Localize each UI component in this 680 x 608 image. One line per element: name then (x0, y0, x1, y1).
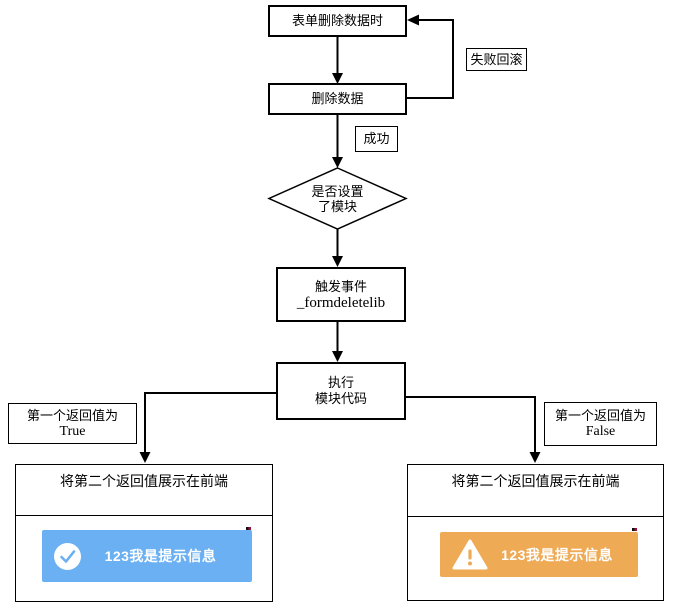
display-right-label: 将第二个返回值展示在前端 (408, 465, 663, 517)
toast-warning: 123我是提示信息 (440, 532, 638, 577)
edge-label-success: 成功 (355, 126, 398, 152)
toast-success-text: 123我是提示信息 (104, 548, 217, 564)
arrowhead-false-branch (529, 452, 541, 463)
arrowhead-true-branch (139, 452, 151, 463)
arrowhead-start-delete (332, 73, 343, 84)
node-delete-data: 删除数据 (268, 83, 407, 115)
edge-true-branch (144, 392, 276, 453)
edge-label-fail-rollback: 失败回滚 (466, 48, 527, 71)
arrowhead-decision-trigger (332, 256, 343, 267)
node-delete-data-label: 删除数据 (311, 91, 364, 106)
trigger-event-line1: 触发事件 (314, 278, 367, 294)
artifact-mark-left (246, 527, 251, 530)
arrowhead-trigger-execute (332, 351, 343, 362)
node-branch-false: 第一个返回值为 False (544, 402, 657, 446)
execute-module-line2: 模块代码 (314, 391, 367, 406)
branch-true-line1: 第一个返回值为 (26, 407, 118, 423)
execute-module-line1: 执行 (327, 375, 354, 390)
artifact-mark-right (632, 528, 637, 531)
warning-triangle-icon (452, 539, 488, 570)
node-execute-module: 执行 模块代码 (276, 362, 406, 420)
node-start-label: 表单删除数据时 (291, 13, 383, 28)
display-left-label: 将第二个返回值展示在前端 (16, 465, 272, 516)
edge-fail-rollback (407, 19, 454, 99)
node-decision-label: 是否设置 了模块 (269, 168, 406, 229)
node-trigger-event: 触发事件 _formdeletelib (276, 267, 406, 322)
toast-warning-text: 123我是提示信息 (501, 546, 613, 563)
node-start: 表单删除数据时 (268, 5, 407, 37)
branch-false-line1: 第一个返回值为 (554, 408, 646, 423)
arrowhead-delete-decision (332, 157, 343, 168)
arrowhead-fail-rollback (407, 14, 419, 26)
trigger-event-line2: _formdeletelib (296, 294, 386, 311)
success-label: 成功 (363, 131, 390, 146)
check-circle-icon (54, 542, 81, 570)
decision-line2: 了模块 (317, 198, 357, 214)
decision-line1: 是否设置 (311, 183, 364, 199)
branch-false-line2: False (585, 424, 616, 439)
node-branch-true: 第一个返回值为 True (8, 403, 137, 444)
branch-true-line2: True (59, 423, 86, 439)
toast-success: 123我是提示信息 (42, 530, 252, 582)
edge-false-branch (406, 396, 536, 453)
fail-rollback-label: 失败回滚 (470, 51, 523, 67)
